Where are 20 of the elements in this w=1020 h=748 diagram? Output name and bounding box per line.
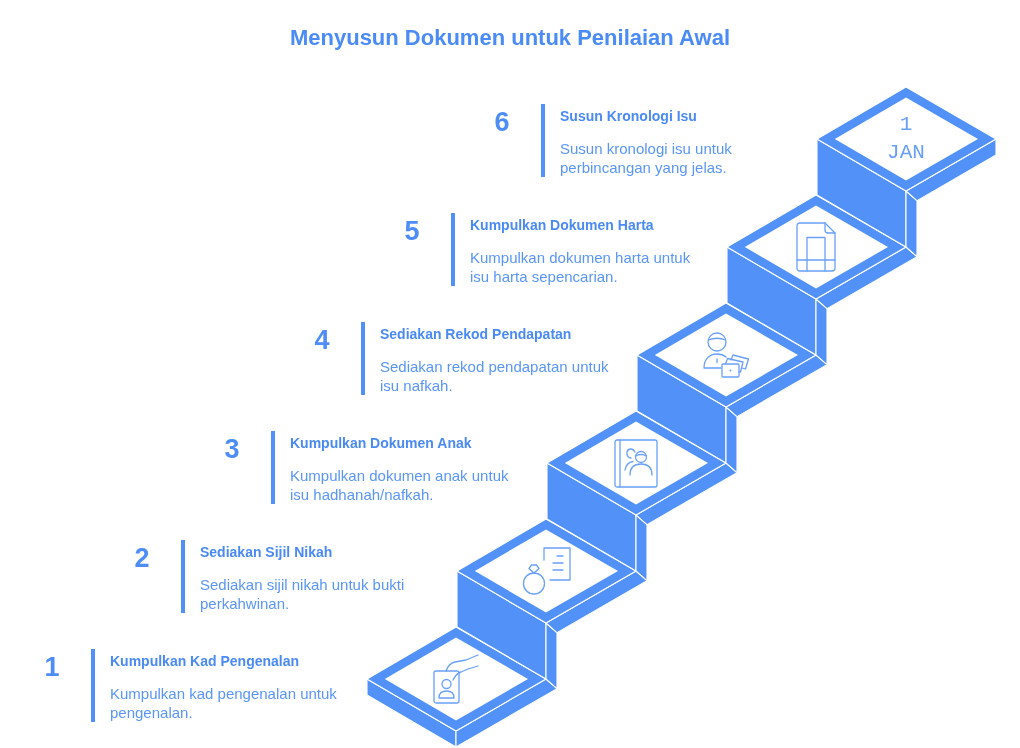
step-title: Kumpulkan Kad Pengenalan: [110, 651, 301, 670]
step-number: 2: [133, 543, 151, 573]
step-number: 6: [493, 107, 511, 137]
step-title: Sediakan Sijil Nikah: [200, 542, 334, 561]
step-number: 4: [313, 325, 331, 355]
diagram-title: Menyusun Dokumen untuk Penilaian Awal: [288, 24, 732, 52]
step-number: 5: [403, 216, 421, 246]
step-description: Kumpulkan kad pengenalan untuk pengenalan.: [110, 683, 338, 722]
step-description: Kumpulkan dokumen harta untuk isu harta sepencarian.: [470, 247, 692, 286]
step-description: Sediakan sijil nikah untuk bukti perkahwinan.: [200, 574, 406, 613]
step-description: Susun kronologi isu untuk perbincangan yang jelas.: [560, 138, 733, 177]
step-number: 3: [223, 434, 241, 464]
step-description: Kumpulkan dokumen anak untuk isu hadhanah/nafkah.: [290, 465, 510, 504]
step-description: Sediakan rekod pendapatan untuk isu nafkah.: [380, 356, 610, 395]
calendar-date-text: 1 JAN: [887, 112, 925, 166]
step-title: Sediakan Rekod Pendapatan: [380, 324, 573, 343]
step-title: Kumpulkan Dokumen Harta: [470, 215, 655, 234]
step-number: 1: [43, 652, 61, 682]
step-title: Kumpulkan Dokumen Anak: [290, 433, 473, 452]
step-title: Susun Kronologi Isu: [560, 106, 698, 125]
